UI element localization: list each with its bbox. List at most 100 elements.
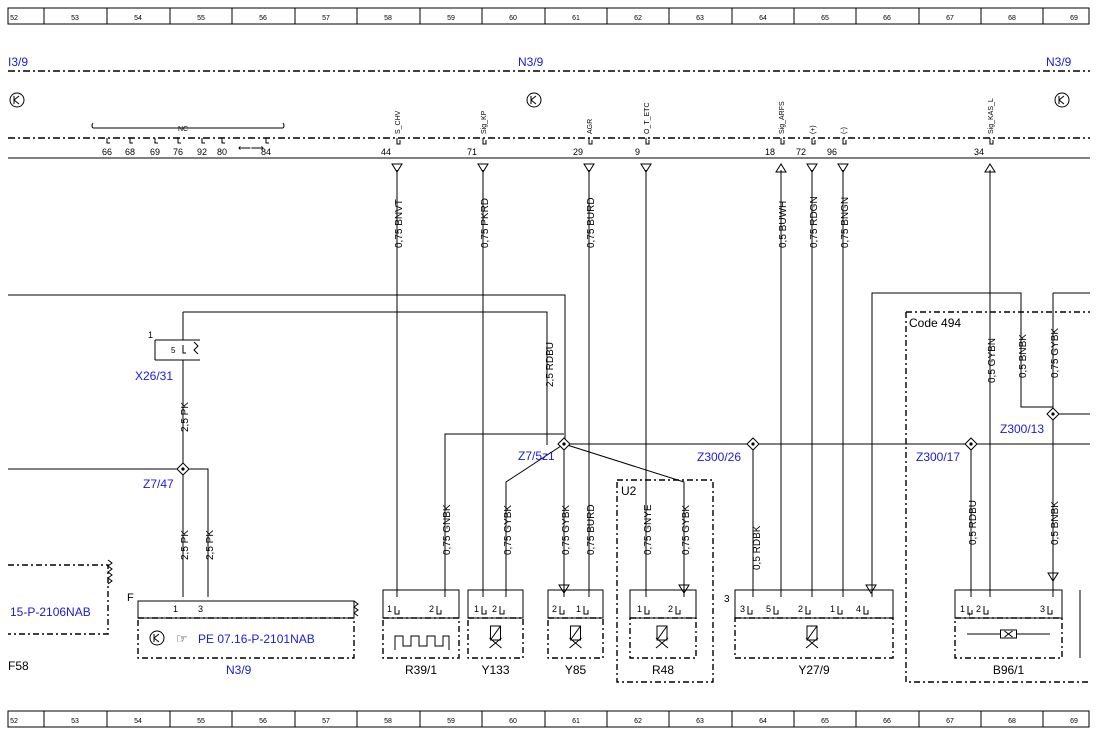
component-pin-label: 4 bbox=[856, 604, 861, 614]
solenoid-icon bbox=[656, 625, 668, 641]
signal-pin-label: 18 bbox=[765, 147, 775, 157]
component-connector bbox=[382, 589, 460, 619]
valve-icon bbox=[489, 625, 502, 649]
z300-13-label[interactable]: Z300/13 bbox=[1000, 422, 1044, 436]
nc-bracket bbox=[91, 122, 285, 129]
module-label-right[interactable]: N3/9 bbox=[1046, 55, 1072, 69]
wire-label: 0,75 BNVT bbox=[394, 199, 405, 248]
component-body bbox=[547, 617, 604, 659]
arrow-up-icon bbox=[984, 163, 996, 173]
wire-label-gybk-right: 0,75 GYBK bbox=[1050, 328, 1061, 378]
component-name[interactable]: Y27/9 bbox=[798, 663, 830, 677]
ruler-tick-label: 59 bbox=[447, 718, 455, 725]
wire-z75z1-to-r48 bbox=[563, 443, 685, 597]
nc-pin-label: 68 bbox=[125, 147, 135, 157]
component-name[interactable]: Y85 bbox=[565, 663, 587, 677]
z75z1-label[interactable]: Z7/5z1 bbox=[518, 449, 555, 463]
code494-boundary bbox=[905, 311, 1090, 683]
ruler-tick-label: 68 bbox=[1008, 718, 1016, 725]
component-pin-label: 1 bbox=[576, 604, 581, 614]
z300-17-label[interactable]: Z300/17 bbox=[916, 450, 960, 464]
z300-26-label[interactable]: Z300/26 bbox=[697, 450, 741, 464]
heater-icon bbox=[394, 635, 450, 650]
arrow-down-icon bbox=[558, 584, 570, 594]
nc-pin-label: 66 bbox=[102, 147, 112, 157]
component-connector bbox=[954, 589, 1063, 619]
ruler-tick-label: 58 bbox=[384, 718, 392, 725]
ruler-tick-label: 66 bbox=[883, 718, 891, 725]
wire-z75z1 bbox=[444, 433, 1090, 597]
component-pin-label: 3 bbox=[1040, 604, 1045, 614]
wire-to-code494 bbox=[871, 292, 1022, 597]
solenoid-icon bbox=[490, 625, 501, 641]
component-name[interactable]: R39/1 bbox=[405, 663, 437, 677]
valve-icon bbox=[569, 625, 582, 649]
signal-pin-label: 44 bbox=[381, 147, 391, 157]
pe-module-box bbox=[137, 617, 355, 659]
nc-label: NC bbox=[178, 126, 188, 133]
signal-pin-label: 9 bbox=[635, 147, 640, 157]
z747-label[interactable]: Z7/47 bbox=[143, 477, 174, 491]
arrow-up-icon bbox=[775, 163, 787, 173]
u2-label[interactable]: U2 bbox=[621, 484, 637, 498]
pe-ref-link[interactable]: PE 07.16-P-2101NAB bbox=[198, 632, 315, 646]
component-name[interactable]: Y133 bbox=[481, 663, 509, 677]
f58-label: F58 bbox=[8, 659, 29, 673]
arrow-down-icon bbox=[806, 163, 818, 173]
ruler-tick-label: 61 bbox=[572, 718, 580, 725]
wire-label: 0,5 BUWH bbox=[778, 201, 789, 248]
splice-icon bbox=[557, 437, 571, 451]
signal-name-label: Sig_KP bbox=[481, 110, 488, 134]
ruler-tick-label: 60 bbox=[509, 15, 517, 22]
splice-icon bbox=[1046, 407, 1060, 421]
signal-pin-label: 72 bbox=[796, 147, 806, 157]
arrow-down-icon bbox=[678, 584, 690, 594]
n39-bottom-label[interactable]: N3/9 bbox=[226, 663, 252, 677]
wire-label-gybk-y133: 0,75 GYBK bbox=[503, 505, 514, 555]
arrow-down-icon bbox=[391, 163, 403, 173]
component-name[interactable]: R48 bbox=[652, 663, 674, 677]
hand-pointer-icon: ☞ bbox=[176, 631, 188, 646]
ruler-tick-label: 55 bbox=[197, 718, 205, 725]
module-label-left[interactable]: I3/9 bbox=[8, 55, 28, 69]
ruler-tick-label: 67 bbox=[946, 15, 954, 22]
x26-label[interactable]: X26/31 bbox=[135, 369, 173, 383]
ruler-tick-label: 63 bbox=[696, 718, 704, 725]
signal-pin-label: 34 bbox=[974, 147, 984, 157]
left-ref-link[interactable]: 15-P-2106NAB bbox=[10, 605, 91, 619]
ruler-tick-label: 69 bbox=[1070, 718, 1078, 725]
component-pin-label: 5 bbox=[766, 604, 771, 614]
break-mark bbox=[353, 600, 359, 617]
arrow-down-icon bbox=[477, 163, 489, 173]
ruler-tick-label: 61 bbox=[572, 15, 580, 22]
component-body bbox=[629, 617, 697, 659]
ruler-tick-label: 62 bbox=[634, 718, 642, 725]
ruler-tick-label: 60 bbox=[509, 718, 517, 725]
component-pin-label: 3 bbox=[724, 594, 730, 605]
ruler-tick-label: 53 bbox=[71, 15, 79, 22]
component-pin-label: 1 bbox=[637, 604, 642, 614]
arrow-down-icon bbox=[837, 163, 849, 173]
component-name[interactable]: B96/1 bbox=[993, 663, 1025, 677]
ruler-tick-label: 52 bbox=[10, 15, 18, 22]
code494-label[interactable]: Code 494 bbox=[909, 316, 961, 330]
ruler-tick-label: 52 bbox=[10, 718, 18, 725]
nc-pin-label: 92 bbox=[197, 147, 207, 157]
module-label-center[interactable]: N3/9 bbox=[518, 55, 544, 69]
component-pin-label: 2 bbox=[798, 604, 803, 614]
signal-pin-label: 96 bbox=[827, 147, 837, 157]
signal-pin-group: S_CHV44Sig_KP71AGR29O_T_ETC9Sig_ARFS18(+… bbox=[381, 98, 995, 157]
wire-z75z1-to-y133 bbox=[505, 443, 565, 597]
component-connector bbox=[734, 589, 894, 619]
valve-icon bbox=[805, 625, 819, 649]
splice-icon bbox=[746, 437, 760, 451]
nc-pin-label: 84 bbox=[261, 147, 271, 157]
component-body bbox=[734, 617, 894, 659]
component-pin-label: 2 bbox=[976, 604, 981, 614]
wire-label-pk-b: 2,5 PK bbox=[205, 530, 216, 560]
signal-name-label: O_T_ETC bbox=[644, 102, 651, 134]
nc-pin-label: 69 bbox=[150, 147, 160, 157]
